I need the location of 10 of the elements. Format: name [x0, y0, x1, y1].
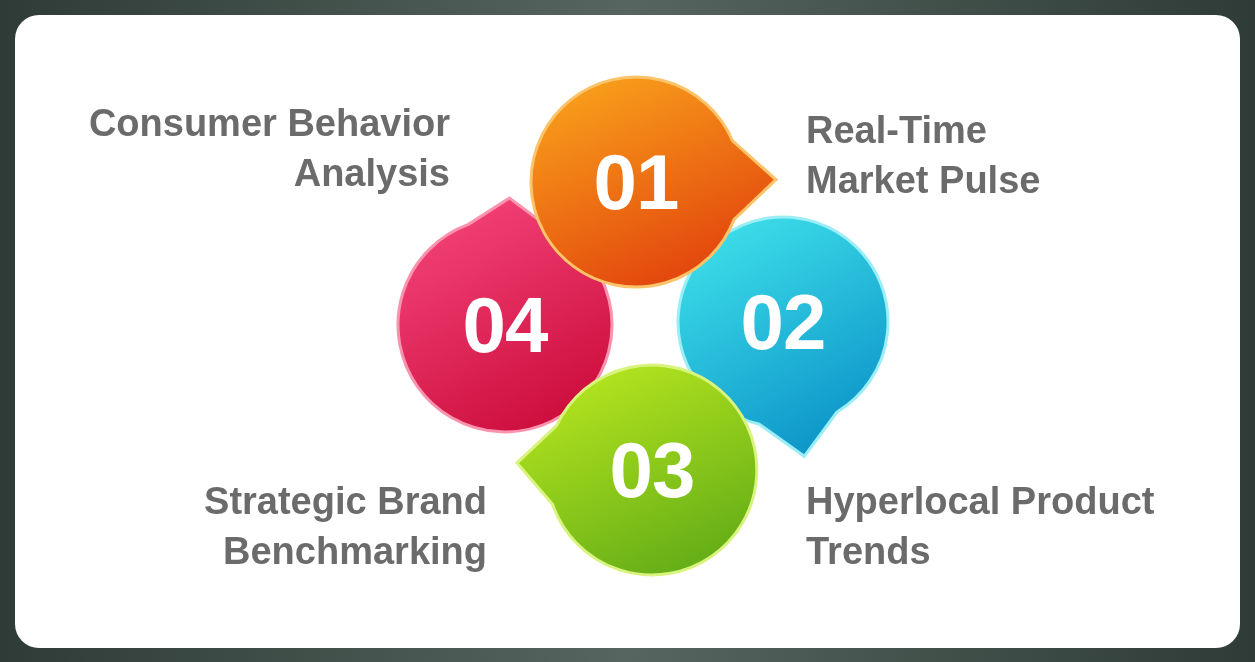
step-number: 02: [740, 282, 826, 362]
step-number: 01: [593, 142, 679, 222]
speech-bubble: [531, 77, 776, 287]
step-label: Real-Time Market Pulse: [806, 108, 1042, 203]
step-number: 03: [609, 430, 695, 510]
speech-bubble: [517, 365, 757, 575]
step-label: Strategic Brand Benchmarking: [203, 479, 487, 574]
step-label: Hyperlocal Product Trends: [806, 479, 1156, 574]
step-label: Consumer Behavior Analysis: [87, 101, 450, 196]
step-number: 04: [462, 285, 548, 365]
